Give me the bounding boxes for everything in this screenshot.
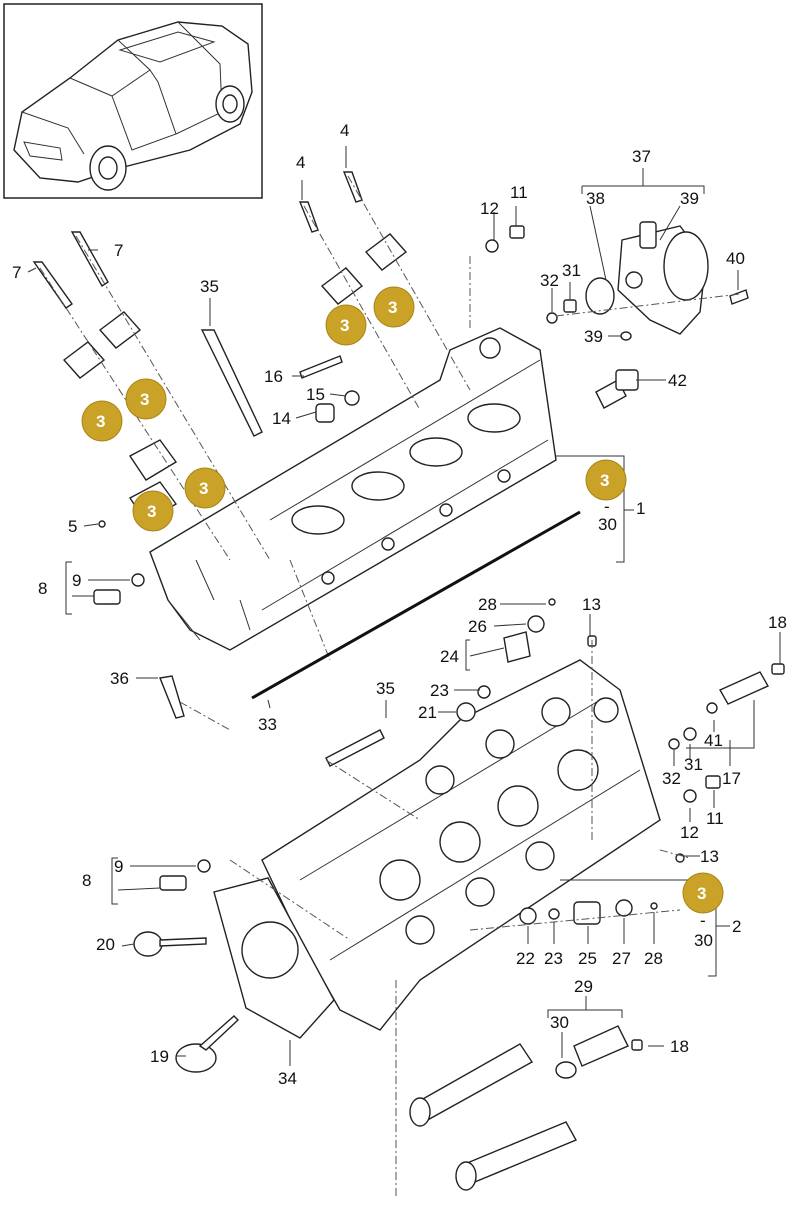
callout-label: 9 bbox=[72, 571, 81, 590]
callout-label: 35 bbox=[200, 277, 219, 296]
callout-label: 35 bbox=[376, 679, 395, 698]
callout-label: 31 bbox=[684, 755, 703, 774]
callout-label: 20 bbox=[96, 935, 115, 954]
camshafts bbox=[409, 1025, 643, 1191]
callout-label: 5 bbox=[68, 517, 77, 536]
highlight-badge-label: 3 bbox=[600, 471, 609, 490]
callout-label: 16 bbox=[264, 367, 283, 386]
callout-label: 4 bbox=[296, 153, 305, 172]
callout-label: 34 bbox=[278, 1069, 297, 1088]
highlight-badge bbox=[325, 304, 367, 346]
callout-label: 25 bbox=[578, 949, 597, 968]
callout-label: 7 bbox=[114, 241, 123, 260]
valves bbox=[133, 931, 240, 1073]
callout-label: 30 bbox=[550, 1013, 569, 1032]
callout-label: 12 bbox=[480, 199, 499, 218]
callout-label: 12 bbox=[680, 823, 699, 842]
highlight-badge bbox=[373, 286, 415, 328]
callout-label: 31 bbox=[562, 261, 581, 280]
range-dash: - bbox=[700, 911, 706, 930]
highlight-badge-label: 3 bbox=[140, 390, 149, 409]
callout-labels: 4 4 37 11 12 38 39 7 7 40 35 32 31 39 16… bbox=[12, 121, 787, 1088]
callout-label: 30 bbox=[694, 931, 713, 950]
highlight-badge-label: 3 bbox=[199, 479, 208, 498]
callout-label: 30 bbox=[598, 515, 617, 534]
callout-label: 28 bbox=[478, 595, 497, 614]
callout-label: 39 bbox=[584, 327, 603, 346]
callout-label: 19 bbox=[150, 1047, 169, 1066]
callout-label: 21 bbox=[418, 703, 437, 722]
highlight-badge-label: 3 bbox=[388, 298, 397, 317]
callout-label: 24 bbox=[440, 647, 459, 666]
callout-label: 36 bbox=[110, 669, 129, 688]
highlight-badge bbox=[81, 400, 123, 442]
callout-label: 26 bbox=[468, 617, 487, 636]
highlight-badges: 3 3 3 3 3 3 3 3 bbox=[81, 286, 724, 914]
callout-label: 40 bbox=[726, 249, 745, 268]
small-parts bbox=[93, 225, 785, 925]
callout-label: 32 bbox=[540, 271, 559, 290]
callout-label: 17 bbox=[722, 769, 741, 788]
callout-label: 22 bbox=[516, 949, 535, 968]
head-gasket bbox=[213, 877, 335, 1039]
callout-label: 14 bbox=[272, 409, 291, 428]
callout-label: 32 bbox=[662, 769, 681, 788]
callout-label: 29 bbox=[574, 977, 593, 996]
highlight-badge bbox=[132, 490, 174, 532]
highlight-badge-label: 3 bbox=[340, 316, 349, 335]
callout-label: 18 bbox=[670, 1037, 689, 1056]
callout-label: 28 bbox=[644, 949, 663, 968]
callout-label: 39 bbox=[680, 189, 699, 208]
callout-label: 7 bbox=[12, 263, 21, 282]
highlight-badge-label: 3 bbox=[96, 412, 105, 431]
highlight-badge bbox=[184, 467, 226, 509]
cylinder-head-lower bbox=[261, 659, 661, 1031]
callout-label: 2 bbox=[732, 917, 741, 936]
callout-label: 18 bbox=[768, 613, 787, 632]
highlight-badge bbox=[585, 459, 627, 501]
highlight-badge-label: 3 bbox=[147, 502, 156, 521]
range-dash: - bbox=[604, 497, 610, 516]
callout-label: 11 bbox=[510, 183, 528, 202]
leader-lines bbox=[27, 146, 781, 1066]
callout-label: 23 bbox=[430, 681, 449, 700]
highlight-badge bbox=[682, 872, 724, 914]
callout-label: 15 bbox=[306, 385, 325, 404]
bolts bbox=[32, 171, 749, 767]
callout-label: 13 bbox=[582, 595, 601, 614]
callout-label: 13 bbox=[700, 847, 719, 866]
callout-label: 8 bbox=[82, 871, 91, 890]
callout-label: 11 bbox=[706, 809, 724, 828]
range-dashes: - - bbox=[604, 497, 706, 930]
alignment-lines bbox=[39, 175, 741, 1196]
vehicle-thumbnail bbox=[3, 3, 263, 199]
callout-label: 41 bbox=[704, 731, 723, 750]
callout-label: 27 bbox=[612, 949, 631, 968]
callout-label: 9 bbox=[114, 857, 123, 876]
vacuum-pump bbox=[585, 221, 709, 341]
highlight-badge-label: 3 bbox=[697, 884, 706, 903]
highlight-badge bbox=[125, 378, 167, 420]
callout-label: 37 bbox=[632, 147, 651, 166]
divider-line bbox=[251, 510, 581, 700]
callout-label: 38 bbox=[586, 189, 605, 208]
callout-label: 23 bbox=[544, 949, 563, 968]
cylinder-head-upper bbox=[149, 327, 557, 651]
callout-label: 4 bbox=[340, 121, 349, 140]
callout-label: 33 bbox=[258, 715, 277, 734]
callout-label: 1 bbox=[636, 499, 645, 518]
sensor bbox=[595, 369, 639, 409]
callout-label: 8 bbox=[38, 579, 47, 598]
callout-label: 42 bbox=[668, 371, 687, 390]
